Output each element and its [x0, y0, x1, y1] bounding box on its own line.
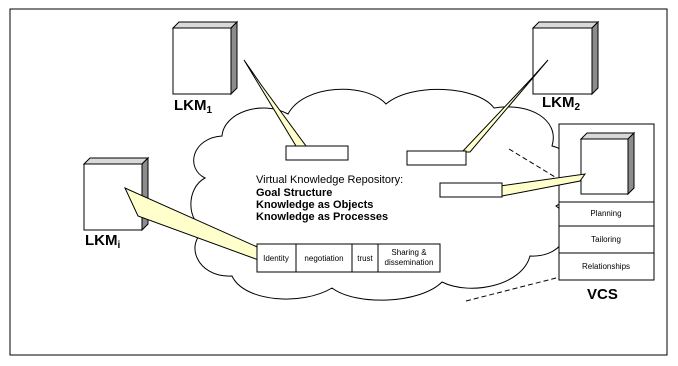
vcs-server-icon — [579, 131, 636, 196]
vcs-item-relationships: Relationships — [582, 262, 630, 271]
vcs-label: VCS — [587, 286, 618, 303]
protocol-cell-identity: Identity — [263, 254, 289, 263]
vcs-callout-box — [439, 182, 503, 198]
lkmi-label: LKMi — [85, 232, 121, 251]
lkm1-server-icon — [171, 20, 239, 96]
protocol-cell-dissemination: dissemination — [385, 258, 434, 267]
protocol-cell-trust: trust — [357, 254, 373, 263]
lkm1-callout-box — [285, 145, 349, 161]
lkm1-label: LKM1 — [174, 97, 213, 116]
lkm2-server-icon — [531, 20, 600, 96]
vcs-item-tailoring: Tailoring — [591, 235, 621, 244]
dashed-connector-bottom — [465, 276, 561, 302]
protocol-cell-negotiation: negotiation — [304, 254, 343, 263]
repository-line-goal: Goal Structure — [256, 187, 332, 199]
repository-line-objects: Knowledge as Objects — [256, 199, 373, 211]
protocol-row — [256, 243, 441, 273]
lkm2-callout-box — [406, 150, 467, 166]
lkmi-server-icon — [82, 156, 150, 232]
lkm2-label: LKM2 — [542, 94, 581, 113]
repository-title: Virtual Knowledge Repository: — [256, 174, 403, 186]
protocol-cell-sharing: Sharing & — [391, 248, 427, 257]
repository-line-processes: Knowledge as Processes — [256, 211, 388, 223]
dashed-connector-top — [508, 148, 561, 181]
vcs-item-planning: Planning — [590, 209, 621, 218]
